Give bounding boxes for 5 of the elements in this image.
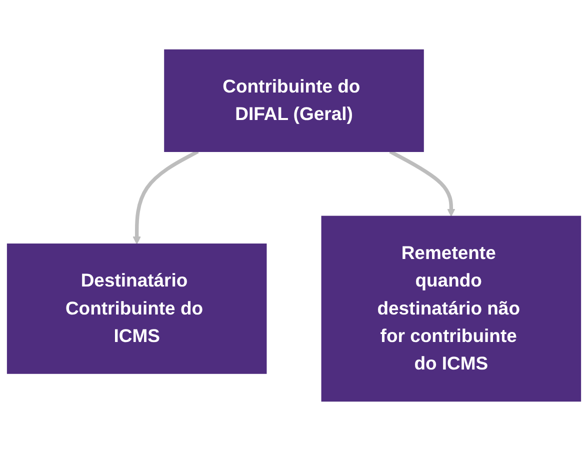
node-box: Remetente quando destinatário não for contribuinte do ICMS <box>321 216 582 402</box>
arrow <box>389 150 456 217</box>
node-box: Destinatário Contribuinte do ICMS <box>6 244 267 374</box>
node-box: Contribuinte do DIFAL (Geral) <box>164 49 424 152</box>
arrow <box>132 150 199 244</box>
